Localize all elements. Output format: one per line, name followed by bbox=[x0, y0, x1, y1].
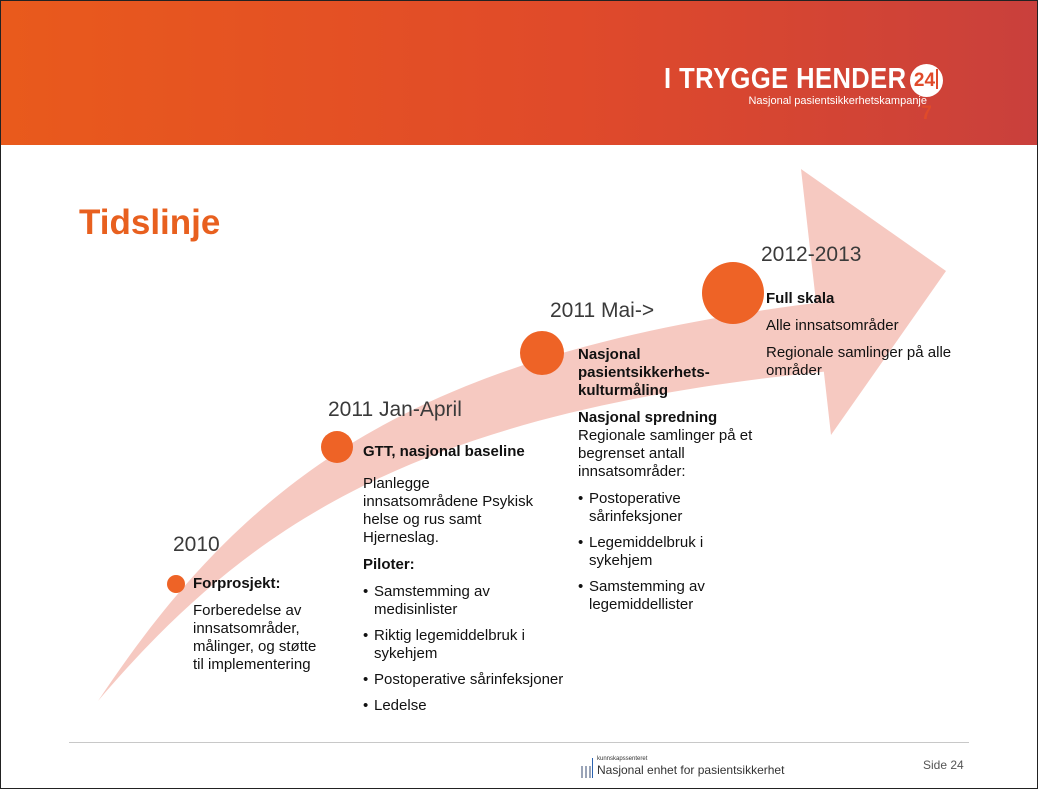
milestone-2011-jan-heading: GTT, nasjonal baseline bbox=[363, 443, 525, 460]
list-item: Samstemming av legemiddellister bbox=[578, 578, 738, 614]
bars-icon bbox=[581, 758, 593, 778]
footer-org-name: Nasjonal enhet for pasientsikkerhet bbox=[597, 763, 785, 777]
milestone-2011-jan-subheading: Piloter: bbox=[363, 556, 415, 573]
milestone-dot-2011-mai bbox=[520, 331, 564, 375]
milestone-2012-text: Full skala Alle innsatsområder Regionale… bbox=[766, 290, 996, 389]
milestone-2010-body: Forberedelse av innsatsområder, målinger… bbox=[193, 602, 317, 673]
year-2010: 2010 bbox=[173, 533, 220, 556]
campaign-logo-badge: 247 bbox=[910, 64, 943, 124]
milestone-2011-mai-heading: Nasjonal pasientsikkerhets-kulturmåling bbox=[578, 346, 710, 399]
list-item: Postoperative sårinfeksjoner bbox=[363, 671, 563, 689]
milestone-2011-mai-bullets: Postoperative sårinfeksjoner Legemiddelb… bbox=[578, 490, 738, 614]
milestone-2012-line2: Regionale samlinger på alle områder bbox=[766, 344, 952, 379]
milestone-2011-jan-text: GTT, nasjonal baseline Planlegge innsats… bbox=[363, 443, 595, 723]
page-number: Side 24 bbox=[923, 758, 964, 772]
footer-org-small: kunnskapssenteret bbox=[597, 756, 648, 762]
footer-divider bbox=[69, 742, 969, 743]
milestone-dot-2011-jan bbox=[321, 431, 353, 463]
list-item: Postoperative sårinfeksjoner bbox=[578, 490, 738, 526]
campaign-logo-title: I TRYGGE HENDER bbox=[664, 63, 907, 95]
milestone-2011-jan-bullets: Samstemming av medisinlister Riktig lege… bbox=[363, 583, 563, 715]
milestone-dot-2010 bbox=[167, 575, 185, 593]
milestone-dot-2012 bbox=[702, 262, 764, 324]
milestone-2012-heading: Full skala bbox=[766, 290, 835, 307]
header-banner: I TRYGGE HENDER 247 Nasjonal pasientsikk… bbox=[1, 1, 1037, 145]
milestone-2012-line1: Alle innsatsområder bbox=[766, 317, 899, 334]
milestone-2011-mai-body: Regionale samlinger på et begrenset anta… bbox=[578, 427, 753, 480]
milestone-2011-mai-subheading: Nasjonal spredning bbox=[578, 409, 718, 426]
milestone-2011-mai-text: Nasjonal pasientsikkerhets-kulturmåling … bbox=[578, 346, 760, 622]
milestone-2010-text: Forprosjekt: Forberedelse av innsatsområ… bbox=[193, 575, 323, 683]
milestone-2010-heading: Forprosjekt: bbox=[193, 575, 281, 592]
list-item: Ledelse bbox=[363, 697, 543, 715]
list-item: Samstemming av medisinlister bbox=[363, 583, 543, 619]
year-2011-mai: 2011 Mai-> bbox=[550, 299, 655, 322]
slide-title: Tidslinje bbox=[79, 203, 221, 242]
year-2011-jan-april: 2011 Jan-April bbox=[328, 398, 462, 421]
list-item: Riktig legemiddelbruk i sykehjem bbox=[363, 627, 543, 663]
year-2012-2013: 2012-2013 bbox=[761, 243, 862, 266]
milestone-2011-jan-body: Planlegge innsatsområdene Psykisk helse … bbox=[363, 475, 534, 546]
campaign-logo-subtitle: Nasjonal pasientsikkerhetskampanje bbox=[748, 95, 927, 107]
list-item: Legemiddelbruk i sykehjem bbox=[578, 534, 738, 570]
